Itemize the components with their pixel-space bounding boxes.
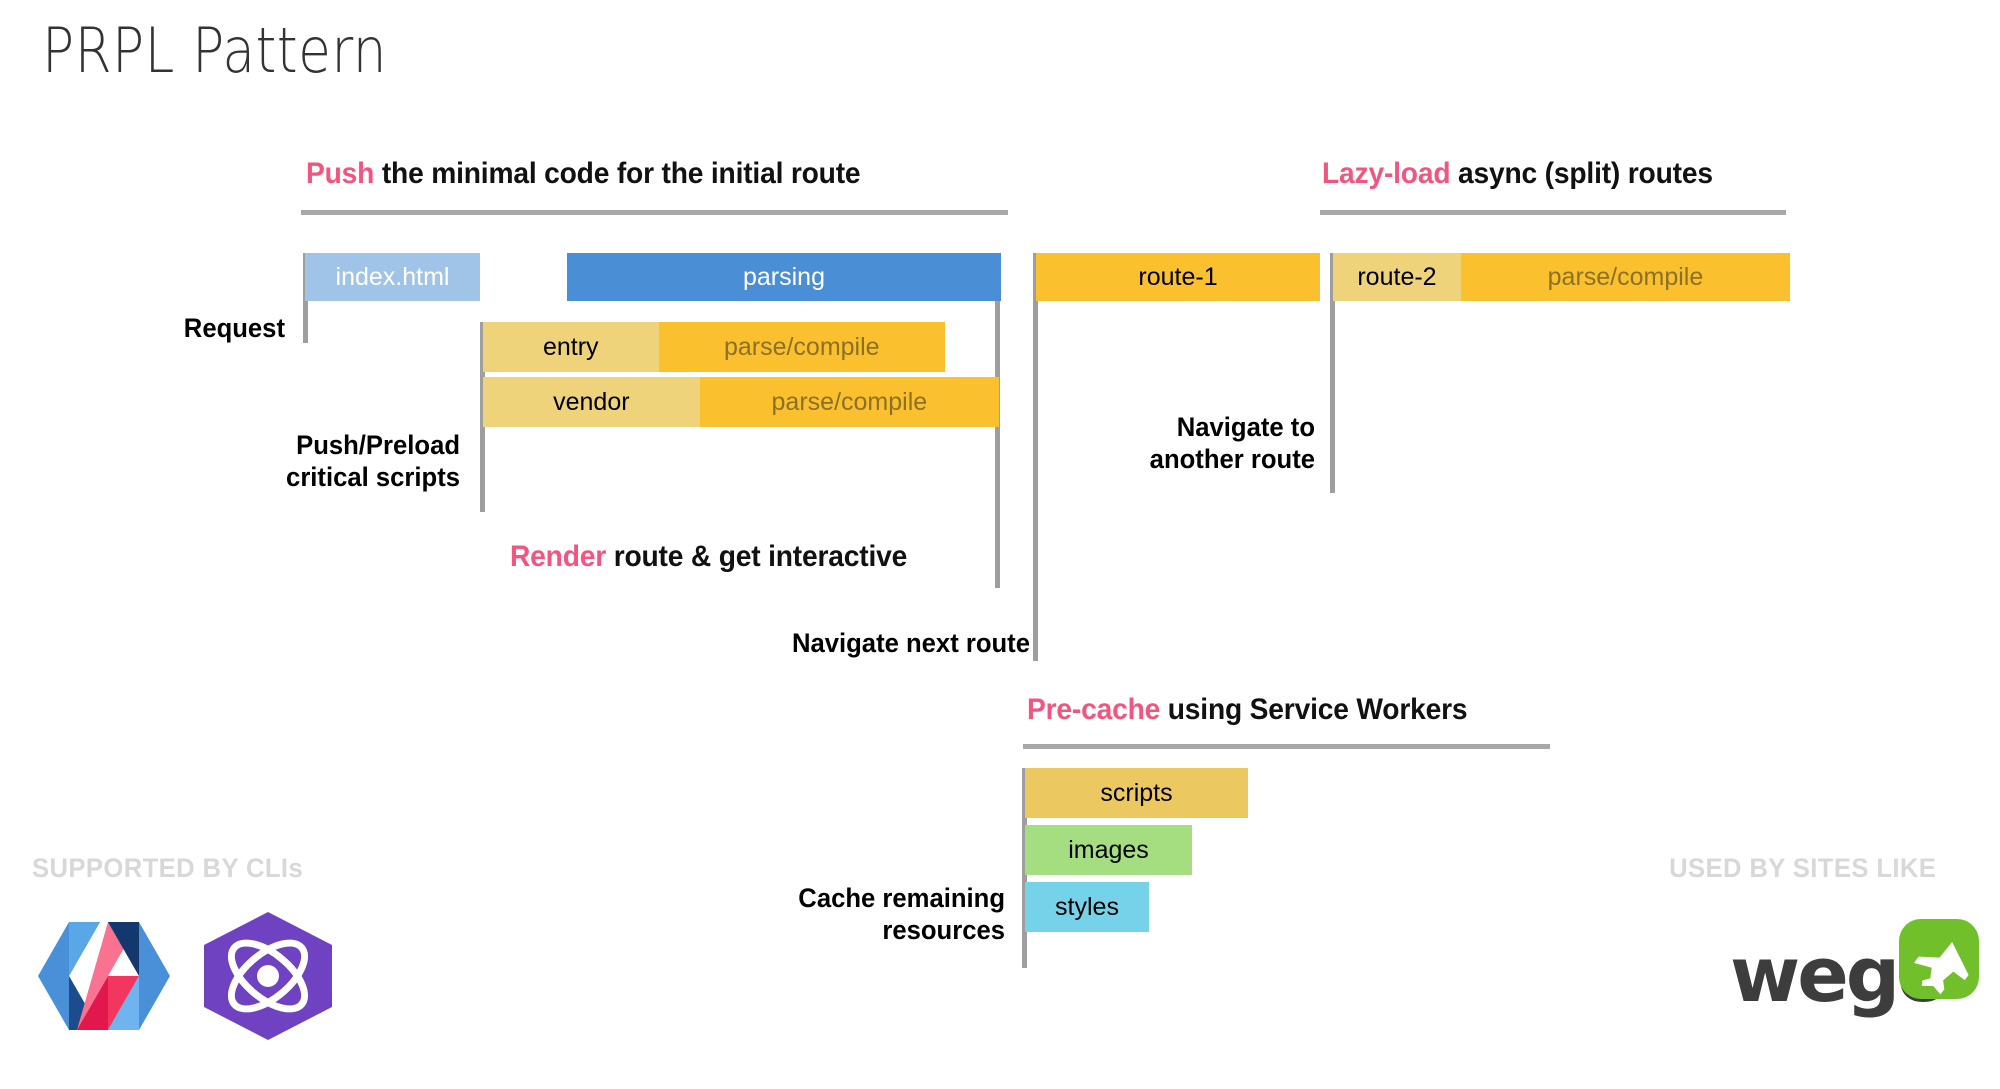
timeline-marker-precache bbox=[1022, 768, 1027, 968]
section-heading-precache: Pre-cache using Service Workers bbox=[1027, 693, 1468, 727]
row-label-request: Request bbox=[183, 313, 285, 343]
styles-segment: styles bbox=[1025, 882, 1149, 932]
timeline-marker-navigate-next bbox=[1033, 253, 1038, 661]
section-heading-lazy-highlight: Lazy-load bbox=[1322, 157, 1451, 190]
row-label-navigate-next: Navigate next route bbox=[791, 628, 1030, 658]
wego-logo: wego bbox=[1730, 919, 1980, 1040]
section-heading-lazy-rest: async (split) routes bbox=[1450, 157, 1713, 190]
scripts-segment: scripts bbox=[1025, 768, 1248, 818]
section-heading-render-highlight: Render bbox=[510, 540, 607, 573]
vendor-bar[interactable]: vendor parse/compile bbox=[483, 377, 999, 427]
section-heading-push: Push the minimal code for the initial ro… bbox=[306, 157, 861, 191]
index-html-segment: index.html bbox=[305, 253, 480, 301]
styles-bar[interactable]: styles bbox=[1025, 882, 1149, 932]
section-rule-precache bbox=[1023, 744, 1550, 749]
section-heading-precache-rest: using Service Workers bbox=[1160, 693, 1468, 726]
timeline-marker-navigate-another bbox=[1330, 253, 1335, 493]
section-heading-push-rest: the minimal code for the initial route bbox=[374, 157, 861, 190]
footer-caption-supported-by: SUPPORTED BY CLIs bbox=[32, 853, 304, 883]
row-label-cache-remaining: Cache remaining resources bbox=[798, 883, 1005, 945]
entry-bar[interactable]: entry parse/compile bbox=[483, 322, 945, 372]
index-html-bar[interactable]: index.html bbox=[305, 253, 480, 301]
section-heading-push-highlight: Push bbox=[306, 157, 375, 190]
route-2-segment: route-2 bbox=[1333, 253, 1461, 301]
section-heading-render: Render route & get interactive bbox=[510, 540, 907, 574]
route-1-bar[interactable]: route-1 bbox=[1036, 253, 1320, 301]
section-heading-render-rest: route & get interactive bbox=[606, 540, 908, 573]
parsing-segment: parsing bbox=[567, 253, 1001, 301]
row-label-navigate-another: Navigate to another route bbox=[1149, 412, 1315, 474]
entry-parse-compile-segment: parse/compile bbox=[658, 322, 945, 372]
parsing-bar[interactable]: parsing bbox=[567, 253, 1001, 301]
timeline-marker-push-preload bbox=[480, 322, 485, 512]
section-heading-precache-highlight: Pre-cache bbox=[1027, 693, 1161, 726]
route-2-parse-compile-segment: parse/compile bbox=[1460, 253, 1790, 301]
section-rule-push bbox=[301, 210, 1008, 215]
vendor-segment: vendor bbox=[483, 377, 700, 427]
images-segment: images bbox=[1025, 825, 1192, 875]
entry-segment: entry bbox=[483, 322, 659, 372]
route-1-segment: route-1 bbox=[1036, 253, 1320, 301]
scripts-bar[interactable]: scripts bbox=[1025, 768, 1248, 818]
page-title: PRPL Pattern bbox=[42, 14, 388, 87]
row-label-push-preload: Push/Preload critical scripts bbox=[286, 430, 460, 492]
section-rule-lazy bbox=[1320, 210, 1786, 215]
vendor-parse-compile-segment: parse/compile bbox=[699, 377, 999, 427]
wego-plane-badge bbox=[1899, 919, 1979, 999]
images-bar[interactable]: images bbox=[1025, 825, 1192, 875]
footer-caption-used-by: USED BY SITES LIKE bbox=[1669, 853, 1937, 883]
route-2-bar[interactable]: route-2 parse/compile bbox=[1333, 253, 1790, 301]
electron-atom-logo bbox=[198, 910, 338, 1042]
section-heading-lazy: Lazy-load async (split) routes bbox=[1322, 157, 1713, 191]
polymer-logo bbox=[38, 922, 178, 1030]
